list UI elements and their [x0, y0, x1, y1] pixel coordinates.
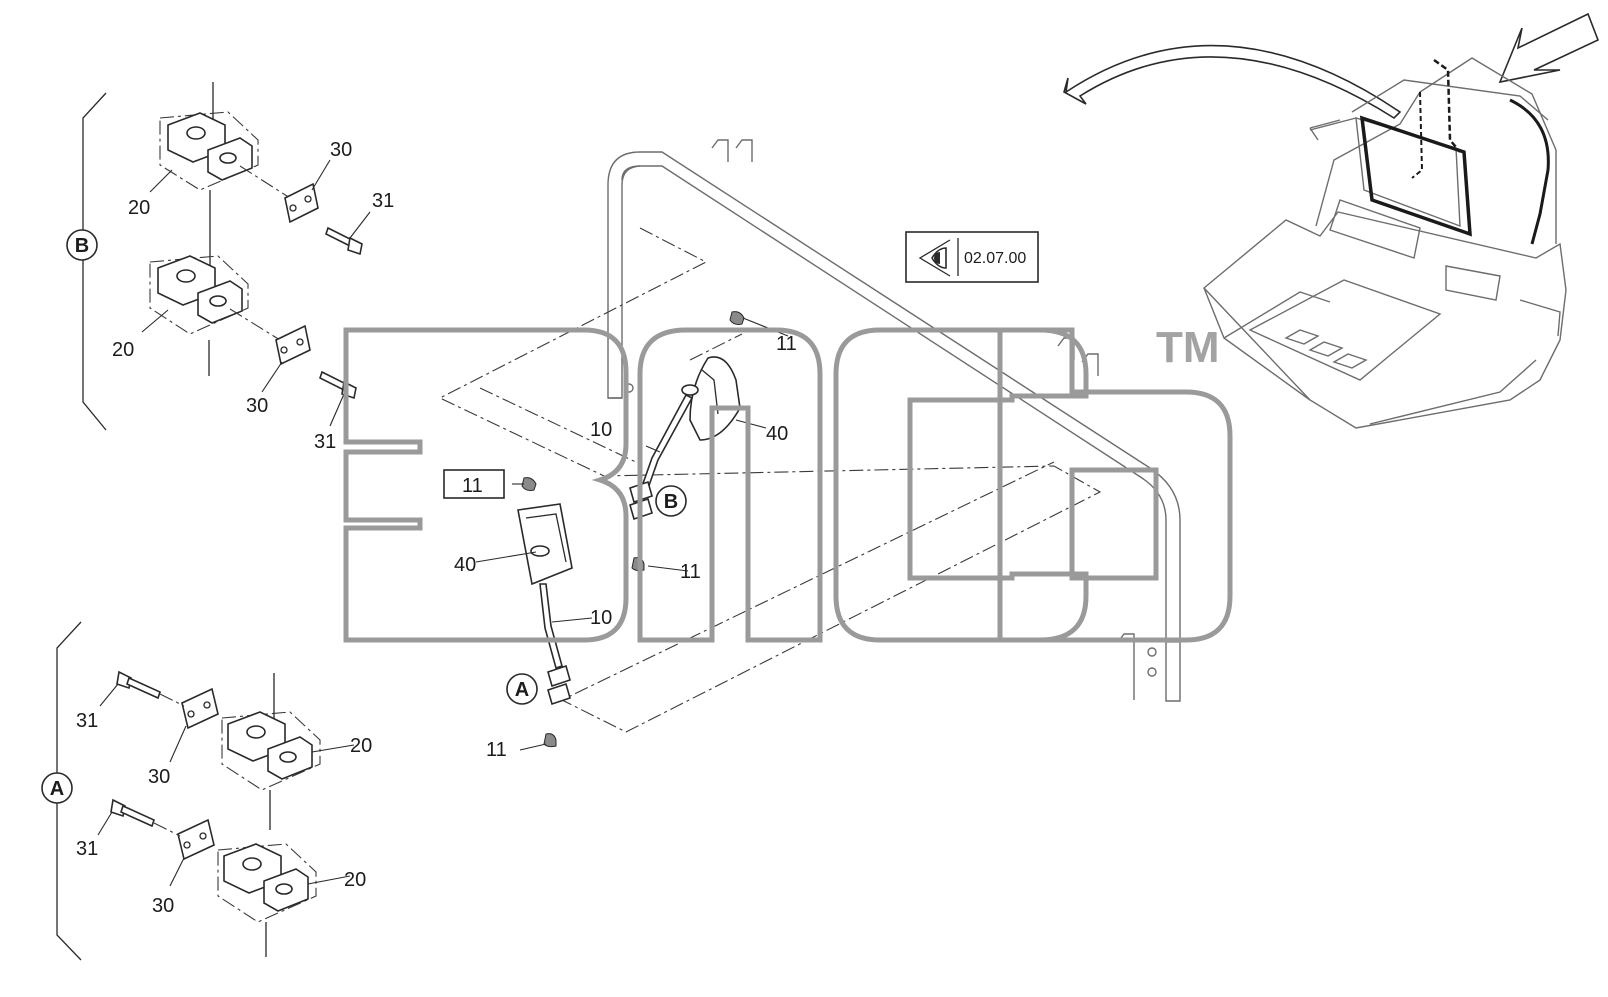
clamp-a-lower — [217, 843, 317, 957]
callout-11-box — [443, 469, 505, 499]
callout-11-upper-right: 11 — [776, 333, 797, 355]
plate-a-upper — [181, 687, 219, 730]
callout-a-20-top: 20 — [350, 735, 372, 757]
callout-40-upper: 40 — [766, 423, 788, 445]
clamp-b-upper — [159, 82, 291, 199]
group-b-bracket — [82, 92, 107, 431]
callout-40-lower: 40 — [454, 554, 476, 576]
callout-a-30-top: 30 — [148, 766, 170, 788]
callout-b-20-top: 20 — [128, 197, 150, 219]
plate-b-upper — [284, 182, 319, 224]
watermark-tm: TM — [1156, 323, 1220, 372]
group-b-badge — [66, 229, 98, 261]
watermark-glyph-m — [637, 327, 823, 643]
callout-b-30-top: 30 — [330, 139, 352, 161]
mirror-arm-upper — [638, 393, 694, 496]
callout-a-20-bot: 20 — [344, 869, 366, 891]
clamp-b-lower — [149, 255, 281, 376]
watermark-glyph-b — [997, 327, 1233, 643]
callout-10-upper: 10 — [590, 419, 612, 441]
callout-11-bottom: 11 — [486, 739, 507, 761]
bolt-a-upper — [116, 670, 161, 700]
callout-b-31-top: 31 — [372, 190, 394, 212]
detail-group-a: A — [41, 621, 372, 961]
paver-machine — [1202, 57, 1567, 429]
view-arrow — [1498, 12, 1600, 84]
bolt-a-lower — [110, 798, 155, 828]
marker-a — [506, 673, 538, 705]
marker-a-label: A — [515, 679, 529, 701]
mirror-assembly-upper — [629, 311, 789, 572]
callout-b-20-bot: 20 — [112, 339, 134, 361]
machine-overview — [1063, 12, 1600, 429]
view-reference-code: 02.07.00 — [964, 250, 1026, 267]
watermark-glyph-3 — [343, 327, 629, 643]
detail-group-b: B — [66, 82, 394, 453]
callout-a-30-bot: 30 — [152, 895, 174, 917]
group-a-badge — [41, 772, 73, 804]
callout-11-box-text: 11 — [462, 475, 483, 497]
plate-a-lower — [177, 818, 215, 861]
group-a-label: A — [50, 778, 64, 800]
watermark: TM — [343, 323, 1233, 643]
bolt-b-upper — [325, 226, 363, 256]
marker-b-label: B — [664, 491, 678, 513]
callout-a-31-top: 31 — [76, 710, 98, 732]
eye-icon — [918, 239, 951, 277]
watermark-glyph-c — [833, 327, 1089, 643]
plate-b-lower — [275, 324, 311, 366]
mirror-assembly-lower — [475, 477, 593, 751]
direction-arrow — [1063, 44, 1402, 120]
group-b-label: B — [75, 235, 89, 257]
view-reference-box — [905, 231, 1039, 283]
mirror-arm-lower — [539, 583, 563, 670]
callout-b-31-bot: 31 — [314, 431, 336, 453]
clamp-a-upper — [221, 673, 321, 830]
bolt-b-lower — [319, 370, 357, 400]
mirror-upper — [689, 356, 741, 441]
callout-a-31-bot: 31 — [76, 838, 98, 860]
marker-b — [655, 485, 687, 517]
callout-11-mid-right: 11 — [680, 561, 701, 583]
view-reference: 02.07.00 — [905, 231, 1039, 283]
callout-10-lower: 10 — [590, 607, 612, 629]
callout-b-30-bot: 30 — [246, 395, 268, 417]
